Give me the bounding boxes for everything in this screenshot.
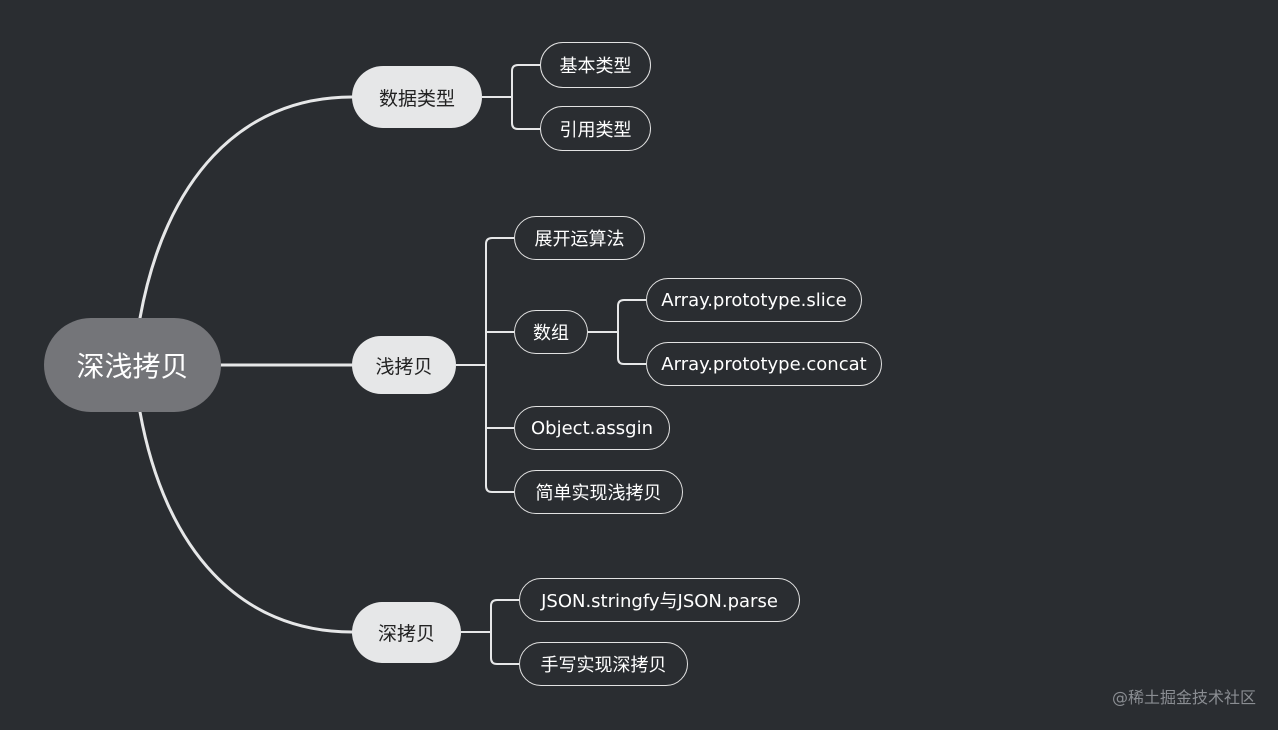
leaf-spread-operator[interactable]: 展开运算法 [514,216,645,260]
leaf-handwritten-deep-copy[interactable]: 手写实现深拷贝 [519,642,688,686]
leaf-primitive-types[interactable]: 基本类型 [540,42,651,88]
link-array-bracket [588,299,646,365]
link-deep-bracket [461,599,519,665]
leaf-array-slice[interactable]: Array.prototype.slice [646,278,862,322]
leaf-simple-shallow-copy[interactable]: 简单实现浅拷贝 [514,470,683,514]
leaf-array[interactable]: 数组 [514,310,588,354]
link-root-data-types [138,95,354,320]
branch-data-types[interactable]: 数据类型 [352,66,482,128]
branch-shallow-copy[interactable]: 浅拷贝 [352,336,456,394]
leaf-array-concat[interactable]: Array.prototype.concat [646,342,882,386]
link-shallow-bracket [456,237,514,493]
leaf-object-assign[interactable]: Object.assgin [514,406,670,450]
leaf-json-stringify-parse[interactable]: JSON.stringfy与JSON.parse [519,578,800,622]
watermark: @稀土掘金技术社区 [1111,688,1256,707]
root-node[interactable]: 深浅拷贝 [44,318,221,412]
branch-deep-copy[interactable]: 深拷贝 [352,602,461,663]
leaf-reference-types[interactable]: 引用类型 [540,106,651,151]
link-data-types-bracket [482,64,540,130]
link-root-deep-copy [138,410,354,634]
